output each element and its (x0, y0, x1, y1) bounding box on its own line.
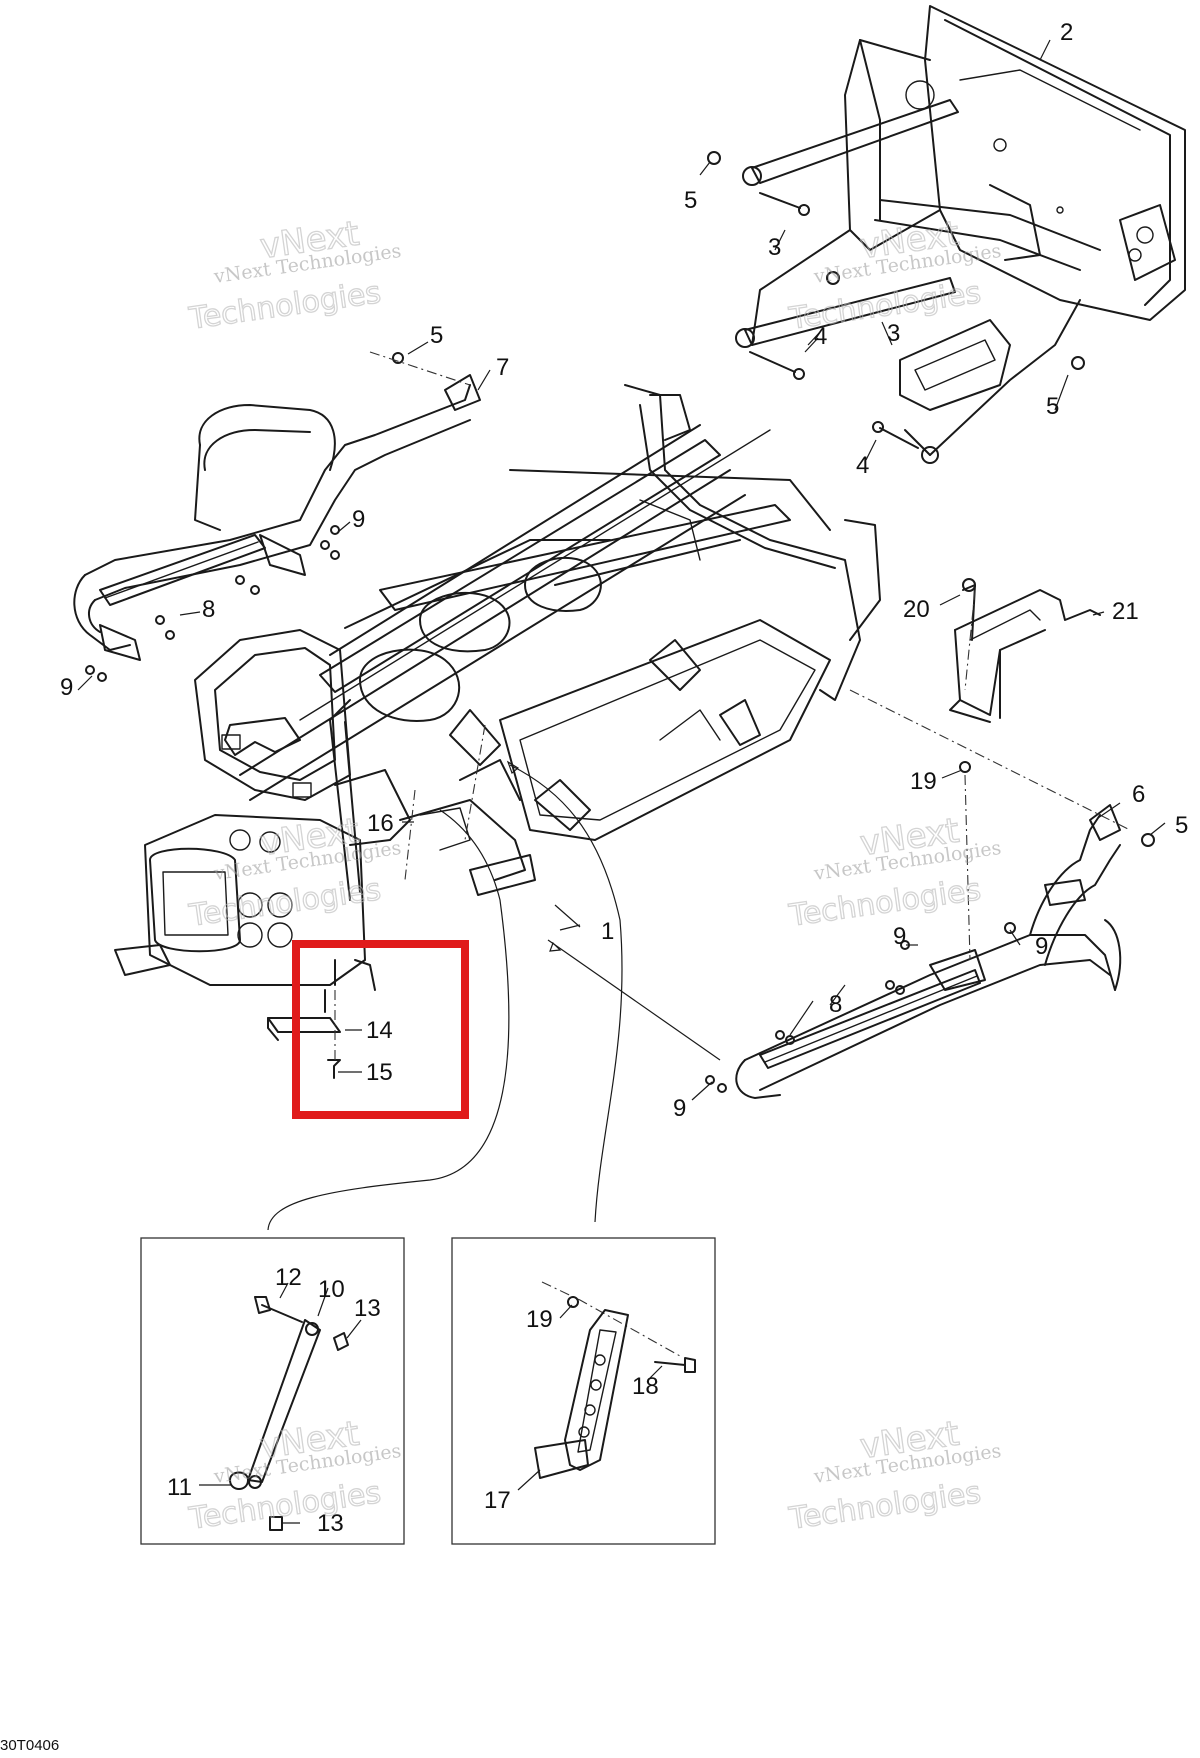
skid-bracket-parts (267, 959, 376, 1079)
callout-18: 18 (632, 1373, 659, 1400)
detail-box-control-link (140, 1237, 405, 1545)
callout-10: 10 (318, 1276, 345, 1303)
callout-19: 19 (526, 1306, 553, 1333)
callout-8: 8 (829, 991, 842, 1018)
callout-4: 4 (814, 323, 827, 350)
callout-8: 8 (202, 596, 215, 623)
callout-3: 3 (887, 320, 900, 347)
watermark: vNext Technologies vNext Technologies vN… (186, 213, 1003, 1537)
callout-12: 12 (275, 1264, 302, 1291)
callout-labels: 1 2 3 3 4 4 5 5 5 5 6 7 8 8 9 9 9 9 9 10… (60, 19, 1188, 1537)
diagram-reference-code: 30T0406 (0, 1737, 59, 1754)
callout-6: 6 (1132, 781, 1145, 808)
callout-13: 13 (354, 1295, 381, 1322)
callout-4: 4 (856, 452, 869, 479)
main-chassis-frame (114, 384, 881, 986)
callout-9: 9 (893, 923, 906, 950)
callout-15: 15 (366, 1059, 393, 1086)
callout-1: 1 (601, 918, 614, 945)
left-footrest (73, 352, 481, 682)
callout-3: 3 (768, 234, 781, 261)
highlight-box (292, 940, 469, 1119)
callout-5: 5 (1046, 393, 1059, 420)
callout-17: 17 (484, 1487, 511, 1514)
callout-5: 5 (684, 187, 697, 214)
detail-box-gusset-plate (451, 1237, 716, 1545)
callout-16: 16 (367, 810, 394, 837)
callout-2: 2 (1060, 19, 1073, 46)
support-bracket (949, 578, 1101, 773)
callout-14: 14 (366, 1017, 393, 1044)
callout-9: 9 (1035, 933, 1048, 960)
right-footrest (705, 804, 1155, 1099)
callout-9: 9 (60, 674, 73, 701)
leader-lines (77, 39, 1166, 1357)
callout-5: 5 (1175, 812, 1188, 839)
callout-9: 9 (673, 1095, 686, 1122)
callout-21: 21 (1112, 598, 1139, 625)
callout-13: 13 (317, 1510, 344, 1537)
rear-suspension-cradle (707, 5, 1186, 464)
callout-7: 7 (496, 354, 509, 381)
callout-20: 20 (903, 596, 930, 623)
callout-11: 11 (167, 1474, 192, 1501)
callout-5: 5 (430, 322, 443, 349)
callout-19: 19 (910, 768, 937, 795)
callout-9: 9 (352, 506, 365, 533)
